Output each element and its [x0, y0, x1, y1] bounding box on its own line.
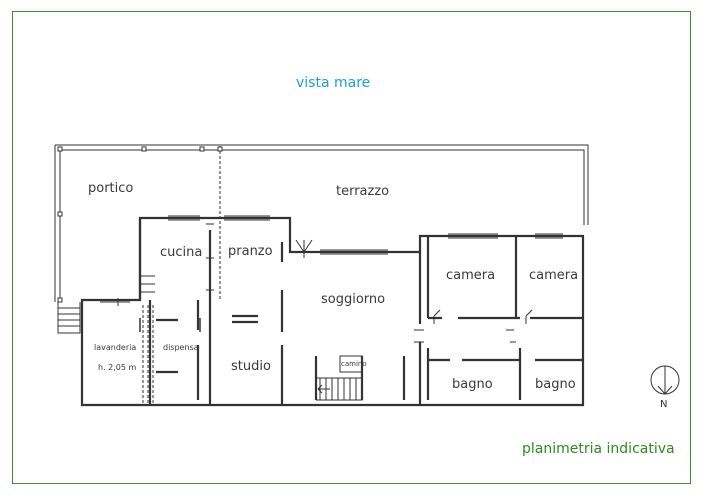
room-lavanderia-height: h. 2,05 m — [98, 363, 137, 372]
terrace-outline — [54, 144, 589, 302]
entrance-symbol — [295, 239, 313, 258]
view-label: vista mare — [296, 75, 371, 91]
room-soggiorno: soggiorno — [321, 292, 386, 307]
compass-label: N — [660, 399, 668, 410]
room-portico: portico — [88, 181, 134, 196]
camino-box — [339, 355, 363, 373]
room-bagno-1: bagno — [452, 377, 493, 392]
room-terrazzo: terrazzo — [336, 184, 390, 199]
exterior-stair — [57, 302, 81, 334]
interior-walls — [138, 218, 583, 405]
room-pranzo: pranzo — [228, 244, 273, 259]
room-studio: studio — [231, 359, 271, 374]
room-camera-1: camera — [446, 268, 496, 283]
windows — [168, 215, 563, 255]
interior-stair — [316, 377, 363, 401]
room-camera-2: camera — [529, 268, 579, 283]
room-lavanderia: lavanderia — [94, 343, 137, 352]
page-frame — [12, 11, 691, 484]
compass-arrow — [657, 366, 673, 395]
room-camino: camino — [341, 360, 367, 368]
room-bagno-2: bagno — [535, 377, 576, 392]
house-outer-wall — [80, 216, 585, 407]
terrace-inner-outline — [59, 149, 585, 302]
lavanderia-dashes — [142, 305, 154, 404]
room-cucina: cucina — [160, 245, 203, 260]
plan-caption: planimetria indicativa — [522, 441, 675, 457]
room-dispensa: dispensa — [163, 343, 199, 352]
